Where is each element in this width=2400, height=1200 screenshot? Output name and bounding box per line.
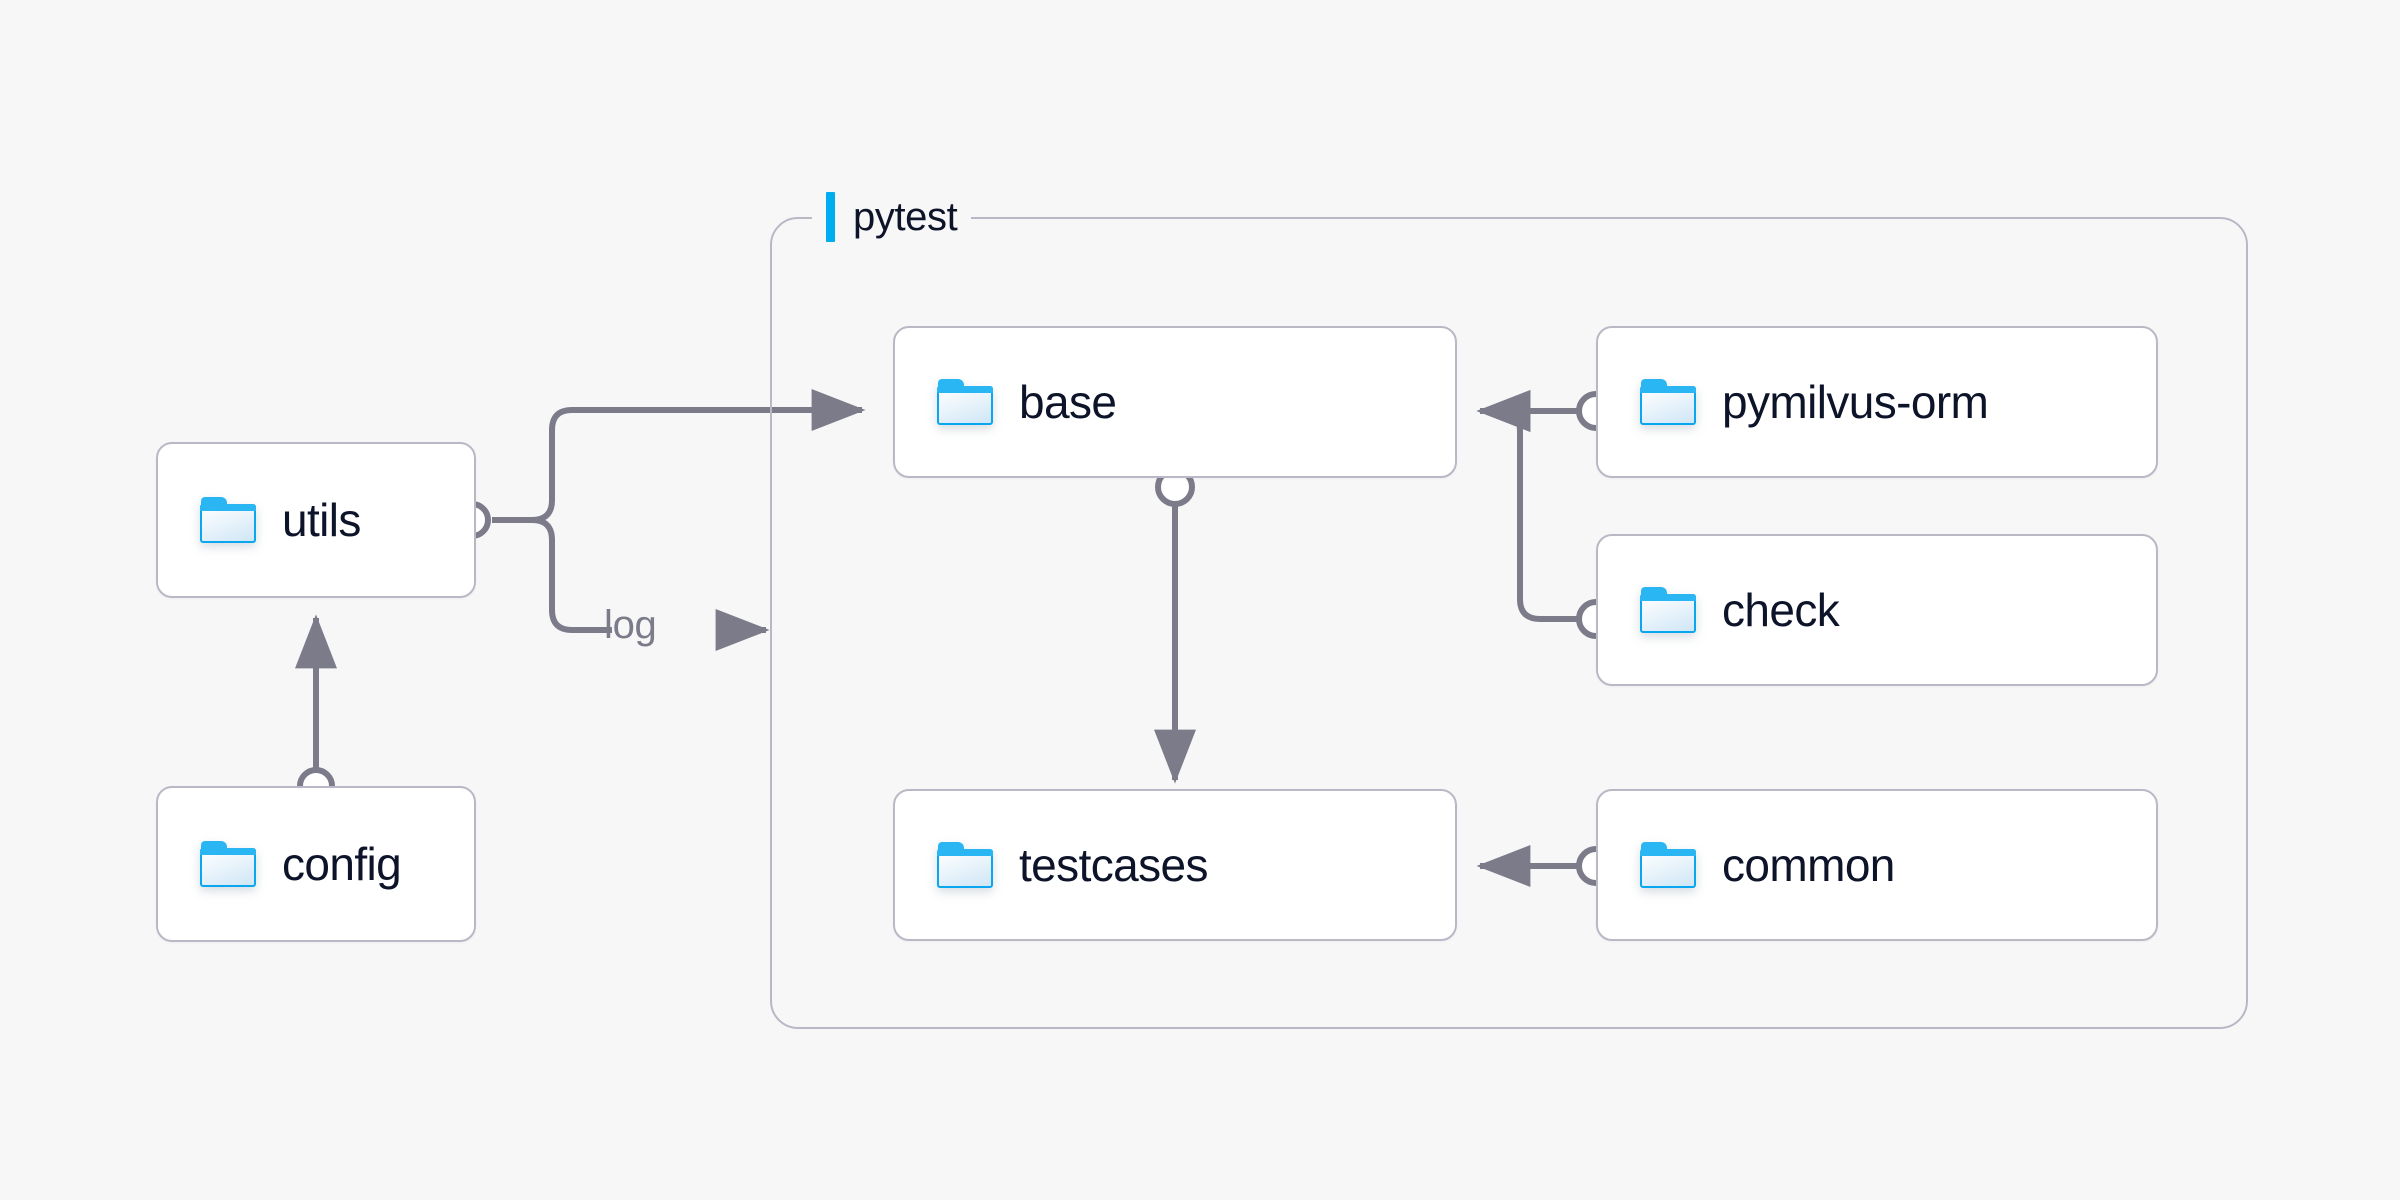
group-label-pytest: pytest xyxy=(812,189,972,245)
node-check[interactable]: check xyxy=(1596,534,2158,686)
node-label: config xyxy=(282,838,402,890)
node-testcases[interactable]: testcases xyxy=(893,789,1457,941)
node-label: common xyxy=(1722,839,1895,891)
node-label: pymilvus-orm xyxy=(1722,376,1989,428)
node-config[interactable]: config xyxy=(156,786,476,942)
folder-icon xyxy=(937,842,993,888)
edge-label-log-text: log xyxy=(604,603,657,647)
edge-utils-to-log xyxy=(492,517,612,633)
node-label: utils xyxy=(282,494,361,546)
node-label: base xyxy=(1019,376,1117,428)
folder-icon xyxy=(200,841,256,887)
folder-icon xyxy=(1640,587,1696,633)
edge-label-log: log xyxy=(604,603,657,648)
folder-icon xyxy=(937,379,993,425)
node-utils[interactable]: utils xyxy=(156,442,476,598)
node-base[interactable]: base xyxy=(893,326,1457,478)
folder-icon xyxy=(200,497,256,543)
node-label: check xyxy=(1722,584,1840,636)
edge-config-to-utils xyxy=(295,614,337,805)
group-container-pytest[interactable] xyxy=(770,217,2248,1029)
node-label: testcases xyxy=(1019,839,1209,891)
node-common[interactable]: common xyxy=(1596,789,2158,941)
group-accent-bar xyxy=(826,192,835,242)
group-label-text: pytest xyxy=(853,194,958,239)
folder-icon xyxy=(1640,379,1696,425)
folder-icon xyxy=(1640,842,1696,888)
node-pymilvus-orm[interactable]: pymilvus-orm xyxy=(1596,326,2158,478)
